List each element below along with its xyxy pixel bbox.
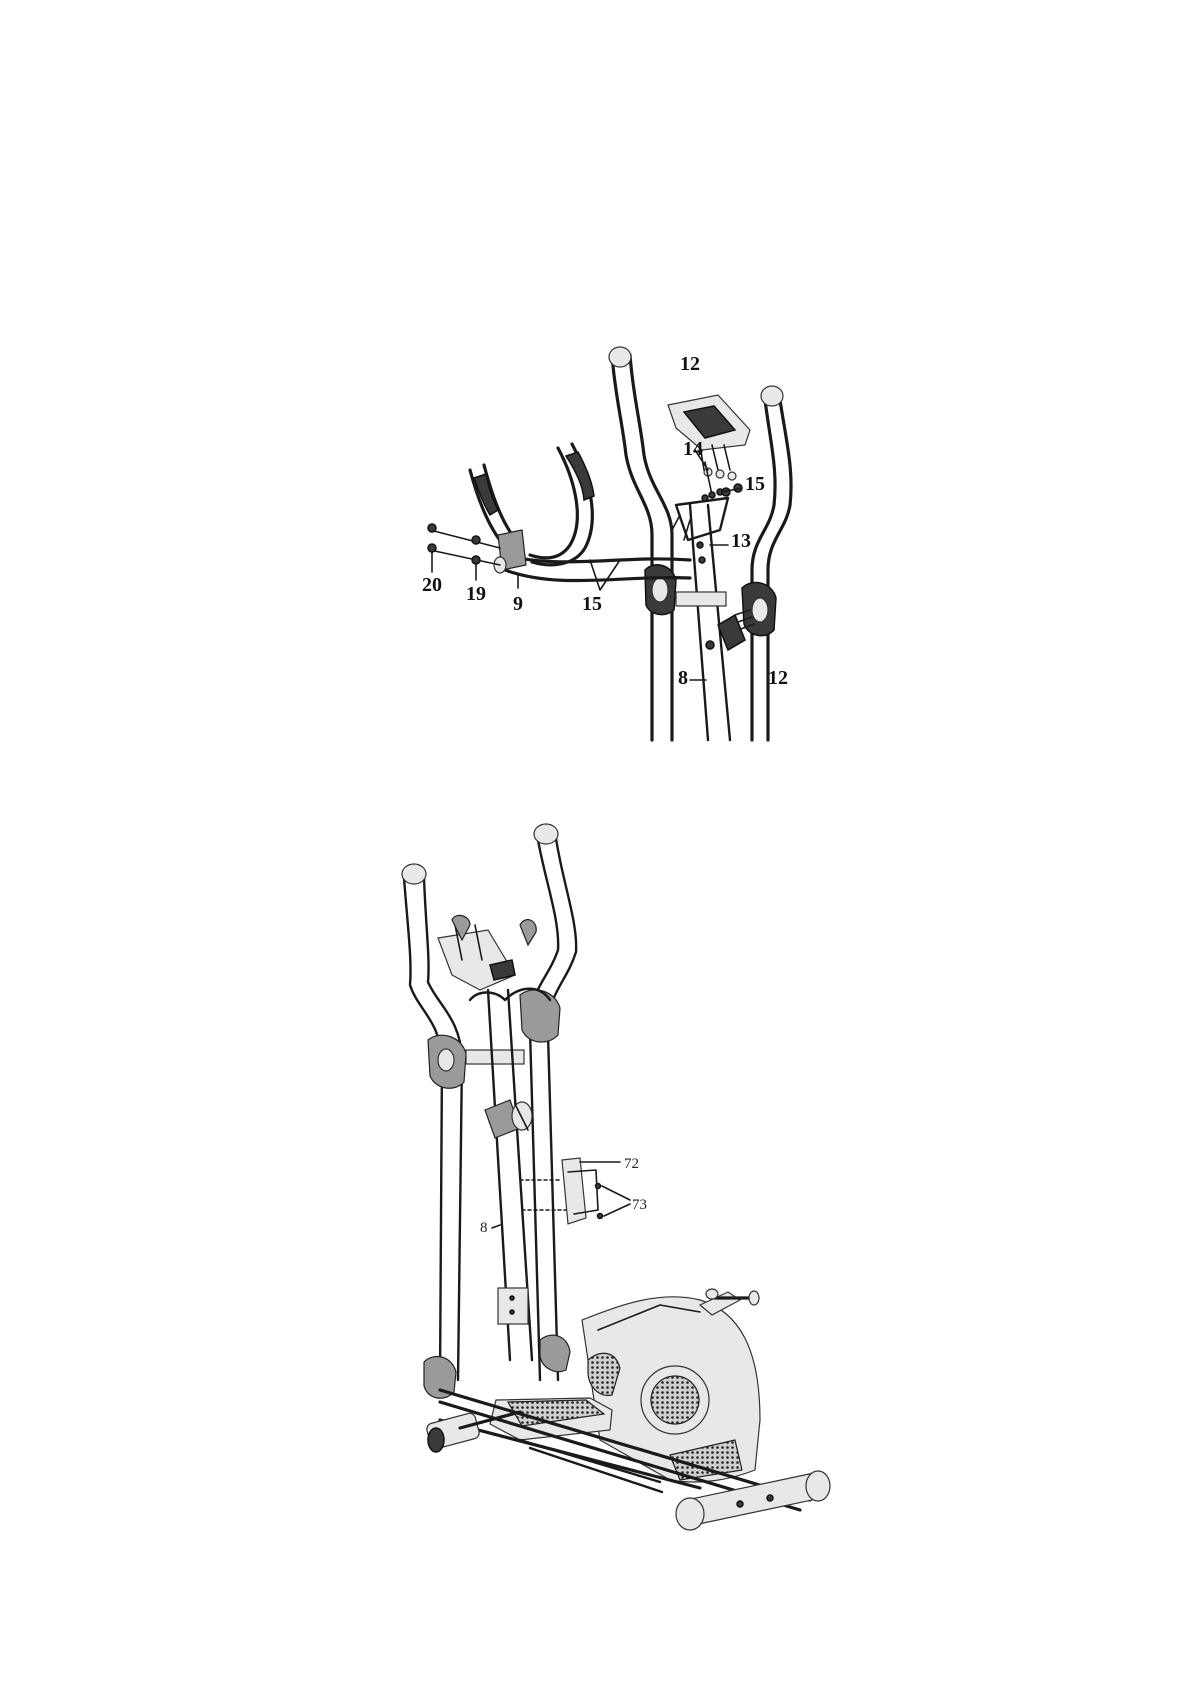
- pedal-pivot-right: [540, 1335, 570, 1372]
- washer-19: [472, 556, 480, 564]
- bottle-holder-72: [562, 1158, 598, 1224]
- console: [438, 915, 536, 990]
- post-sleeve: [498, 1288, 528, 1324]
- screw-14-head: [709, 492, 715, 498]
- pivot-axle: [466, 1050, 524, 1064]
- label-19: 19: [466, 583, 486, 605]
- label-12-post: 12: [768, 667, 788, 689]
- left-handlebar-post: [609, 347, 672, 740]
- pivot-axle: [676, 592, 726, 606]
- bolt-hole: [706, 641, 714, 649]
- pivot-housing-right: [742, 583, 776, 636]
- label-8: 8: [678, 667, 688, 689]
- label-9: 9: [513, 593, 523, 615]
- handle-cap-right: [761, 386, 783, 406]
- screw-73: [598, 1214, 603, 1219]
- label-8-frame: 8: [480, 1220, 488, 1236]
- pivot-housing: [520, 990, 560, 1042]
- console-bracket-13: [672, 489, 728, 540]
- label-12-console: 12: [680, 353, 700, 375]
- label-73: 73: [632, 1197, 647, 1213]
- label-14: 14: [683, 438, 703, 460]
- label-72: 72: [624, 1156, 639, 1172]
- assembled-elliptical-view: 72 73 8: [402, 824, 830, 1530]
- main-post-8-frame: [488, 990, 532, 1360]
- bolt-hole: [699, 557, 705, 563]
- label-15-top: 15: [745, 473, 765, 495]
- washer-19: [472, 536, 480, 544]
- exploded-view-handlebar-console: 12 14 15 13 20 19 9 15 8 12: [422, 347, 791, 740]
- handle-cap-left: [609, 347, 631, 367]
- bolt-hole: [697, 542, 703, 548]
- pulse-handlebar: [470, 444, 690, 581]
- label-20: 20: [422, 574, 442, 596]
- pivot-housing-left: [645, 565, 676, 615]
- bolt-20: [428, 544, 436, 552]
- screw-73: [596, 1184, 601, 1189]
- label-15-bottom: 15: [582, 593, 602, 615]
- tension-knob: [485, 1100, 532, 1138]
- bolt-20: [428, 524, 436, 532]
- label-13: 13: [731, 530, 751, 552]
- console-12: [668, 395, 750, 480]
